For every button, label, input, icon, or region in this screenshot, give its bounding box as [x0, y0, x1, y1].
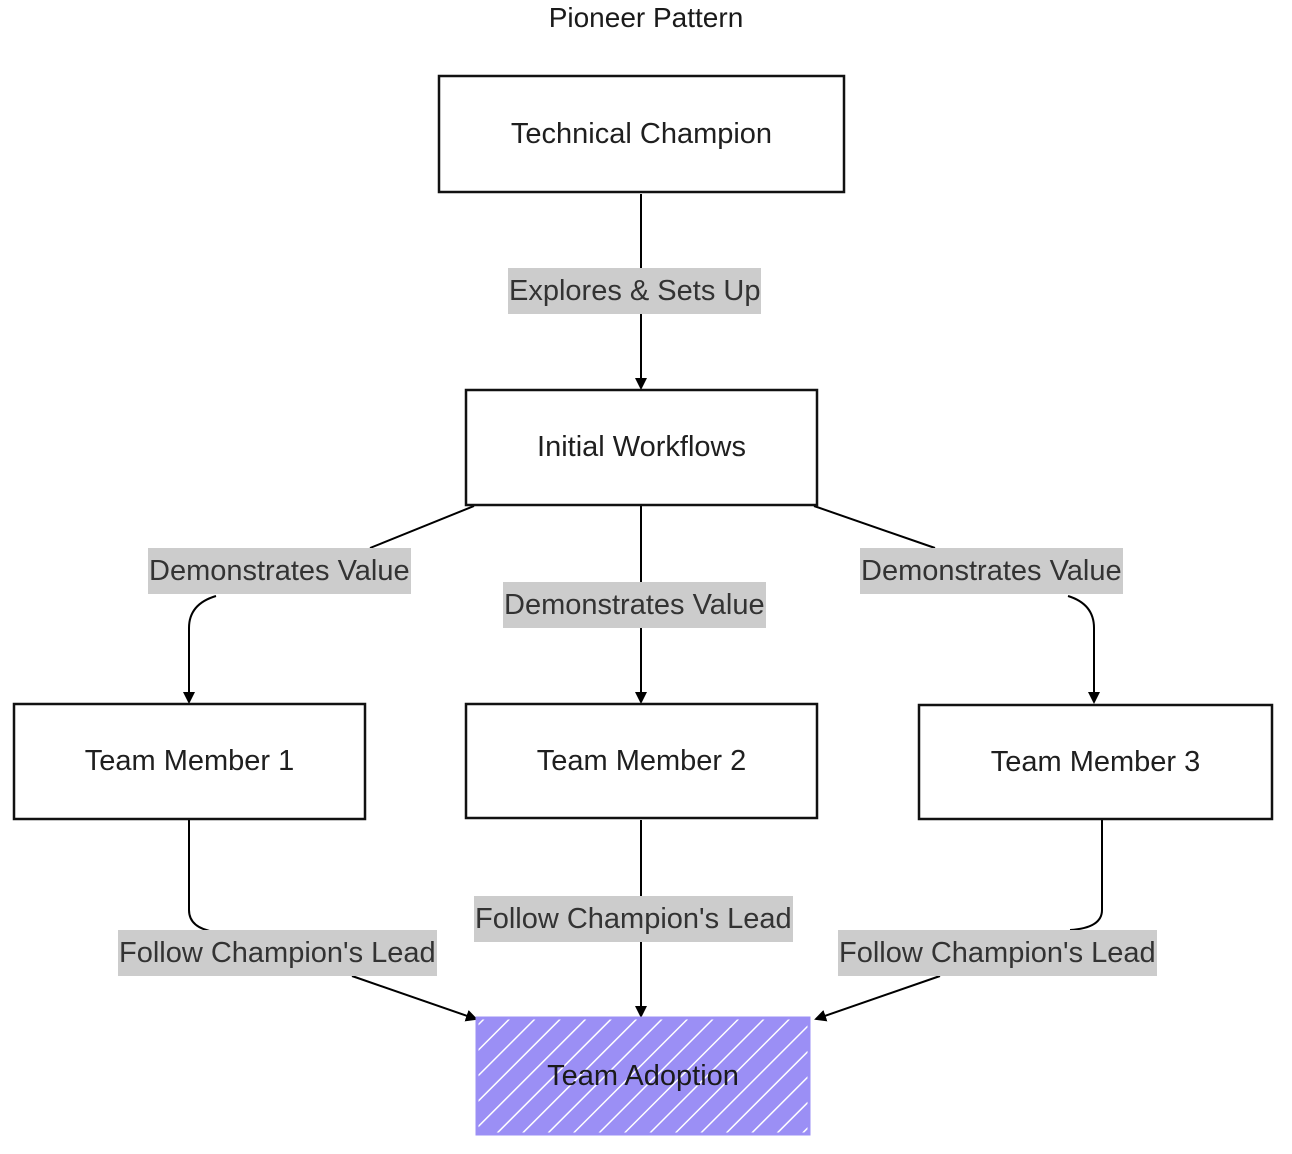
node-box-member1: [12, 702, 367, 821]
edge-label-follow-3: Follow Champion's Lead: [838, 930, 1157, 976]
edge-label-demonstrates-2: Demonstrates Value: [503, 582, 766, 628]
node-box-champion: [437, 74, 846, 194]
node-team-member-2[interactable]: Team Member 2: [536, 744, 747, 777]
edge-label-follow-1: Follow Champion's Lead: [118, 930, 437, 976]
node-team-member-3[interactable]: Team Member 3: [990, 745, 1201, 778]
node-initial-workflows[interactable]: Initial Workflows: [537, 431, 746, 463]
edge-label-demonstrates-3: Demonstrates Value: [860, 548, 1123, 594]
edge-label-demonstrates-1: Demonstrates Value: [148, 548, 411, 594]
node-box-workflows: [464, 388, 819, 507]
node-box-member2: [464, 702, 819, 820]
node-team-adoption[interactable]: Team Adoption: [547, 1059, 739, 1092]
edge-member3-adoption: [816, 820, 1103, 1019]
node-team-member-1[interactable]: Team Member 1: [84, 745, 295, 777]
edge-workflows-member3: [813, 505, 1094, 702]
edge-workflows-member1: [189, 505, 475, 702]
edge-label-explores: Explores & Sets Up: [508, 268, 762, 314]
node-technical-champion[interactable]: Technical Champion: [510, 117, 773, 150]
node-box-member3: [917, 703, 1274, 821]
edge-member1-adoption: [188, 820, 476, 1019]
edge-label-follow-2: Follow Champion's Lead: [474, 896, 793, 942]
node-box-adoption: [475, 1016, 811, 1136]
diagram-title: Pioneer Pattern: [548, 2, 744, 33]
